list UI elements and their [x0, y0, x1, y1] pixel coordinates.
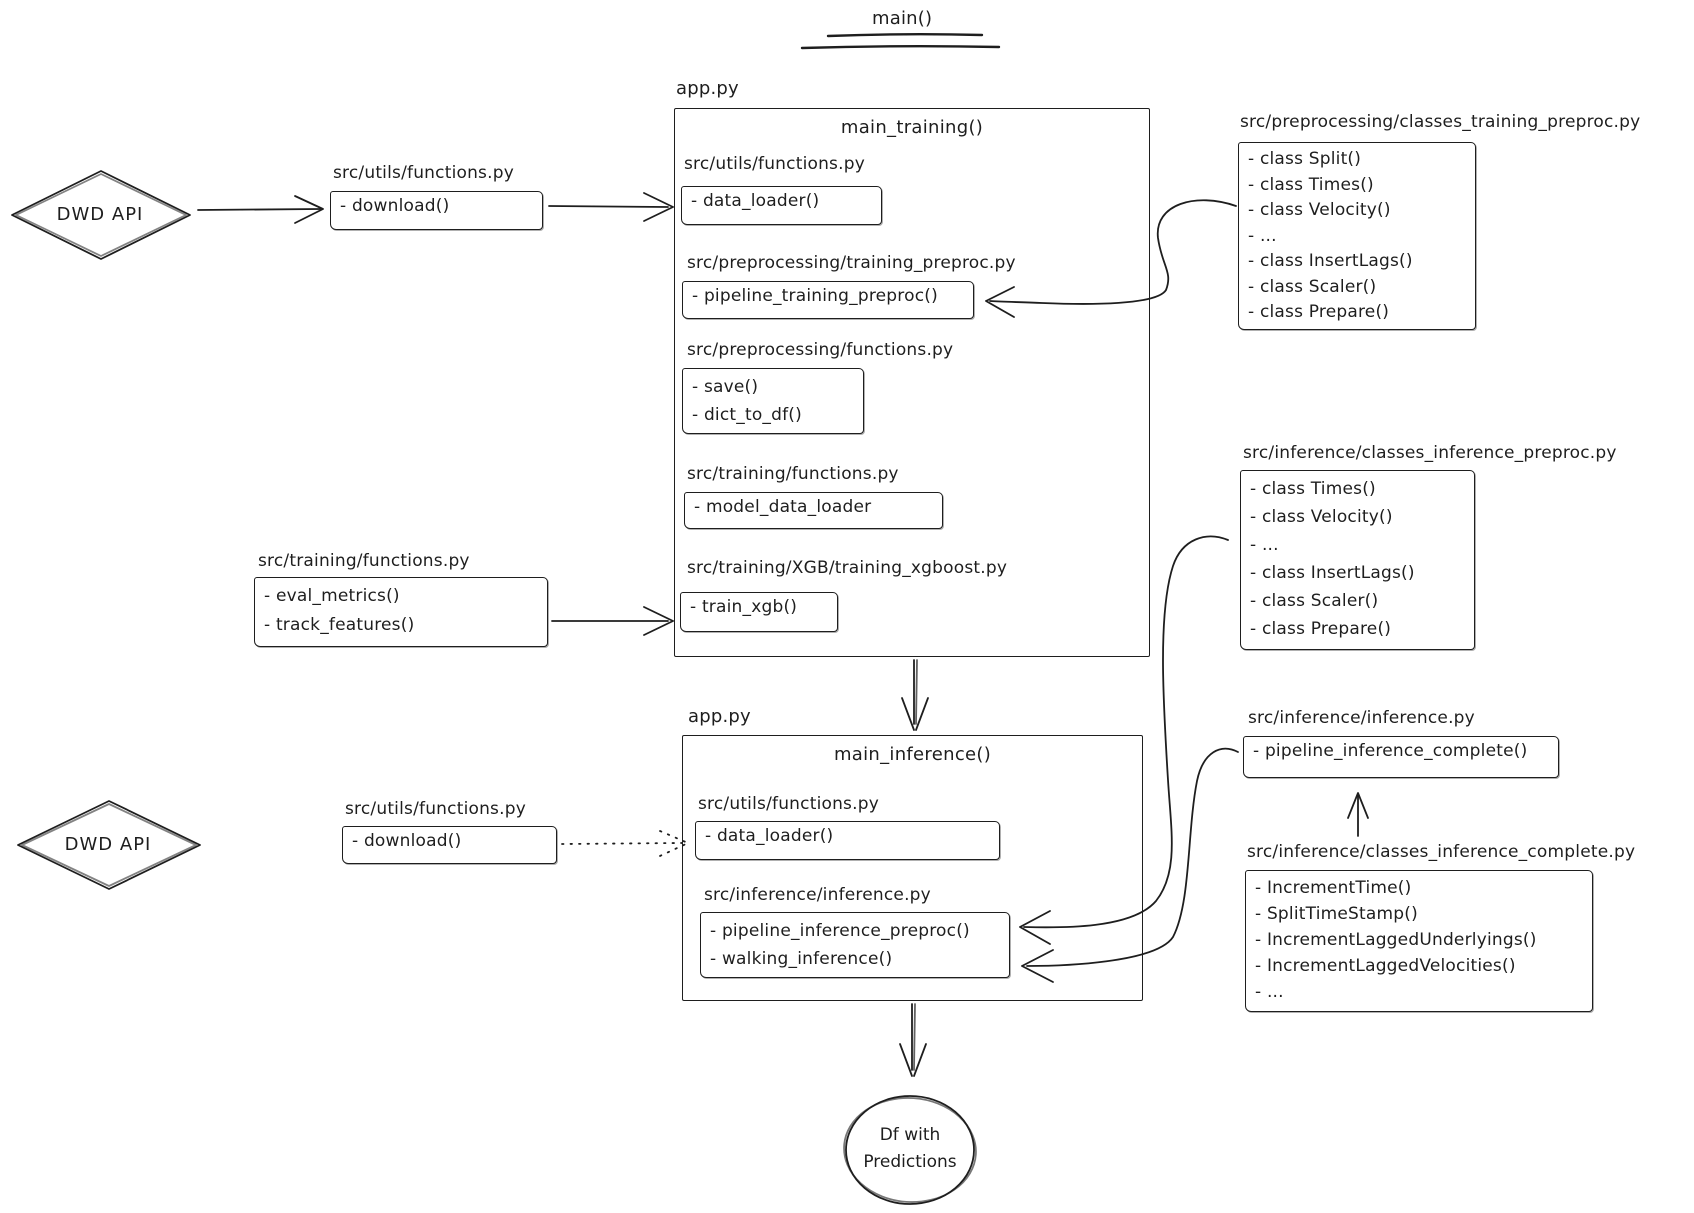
file-label-app-inference: app.py — [688, 706, 751, 727]
function-item: - dict_to_df() — [692, 405, 802, 425]
function-item: - data_loader() — [691, 191, 820, 211]
function-item: - download() — [352, 831, 462, 851]
inference-heading: main_inference() — [833, 744, 992, 765]
title-underline — [800, 33, 1001, 50]
classes-inference-complete-box[interactable]: - IncrementTime() - SplitTimeStamp() - I… — [1245, 870, 1593, 1012]
class-item: - class Split() — [1248, 149, 1362, 169]
data-loader-box-inference[interactable]: - data_loader() — [695, 821, 1000, 860]
train-xgb-box[interactable]: - train_xgb() — [680, 592, 838, 632]
function-item: - track_features() — [264, 615, 415, 635]
class-item: - class InsertLags() — [1250, 563, 1415, 583]
eval-metrics-box[interactable]: - eval_metrics() - track_features() — [254, 577, 548, 647]
training-container[interactable]: main_training() — [674, 108, 1150, 657]
training-heading: main_training() — [840, 117, 984, 138]
function-item: - train_xgb() — [690, 597, 798, 617]
class-item: - SplitTimeStamp() — [1255, 904, 1418, 924]
arrow-classescomplete-to-pipelinecomplete — [1347, 792, 1369, 837]
classes-training-preproc-box[interactable]: - class Split() - class Times() - class … — [1238, 142, 1476, 330]
class-item: - ... — [1248, 225, 1277, 246]
file-label-classes-inference-complete: src/inference/classes_inference_complete… — [1247, 842, 1636, 862]
output-line1: Df with — [879, 1125, 941, 1145]
section-label: src/training/XGB/training_xgboost.py — [687, 558, 1008, 578]
page-title: main() — [872, 8, 933, 29]
function-item: - model_data_loader — [694, 497, 872, 517]
file-label-classes-inference-preproc: src/inference/classes_inference_preproc.… — [1243, 443, 1617, 463]
file-label-download-inference: src/utils/functions.py — [345, 799, 526, 819]
function-item: - data_loader() — [705, 826, 834, 846]
output-node-label: Df with Predictions — [845, 1122, 975, 1176]
dwd-api-node-inference[interactable]: DWD API — [64, 834, 152, 855]
function-item: - pipeline_training_preproc() — [692, 286, 938, 306]
class-item: - class Times() — [1248, 174, 1374, 195]
class-item: - class Scaler() — [1250, 591, 1379, 611]
class-item: - class Prepare() — [1248, 302, 1390, 322]
pipeline-training-preproc-box[interactable]: - pipeline_training_preproc() — [682, 281, 974, 319]
arrow-training-to-inference — [901, 659, 929, 731]
file-label-download-training: src/utils/functions.py — [333, 163, 514, 183]
class-item: - class Times() — [1250, 479, 1376, 499]
class-item: - class Velocity() — [1248, 200, 1391, 220]
function-item: - pipeline_inference_complete() — [1253, 741, 1528, 761]
file-label-eval: src/training/functions.py — [258, 551, 470, 571]
arrow-inference-to-output — [899, 1003, 927, 1077]
function-item: - pipeline_inference_preproc() — [710, 921, 970, 941]
output-line2: Predictions — [863, 1152, 957, 1172]
section-label: src/utils/functions.py — [698, 794, 879, 814]
arrow-eval-to-trainxgb — [551, 606, 674, 636]
download-box-training[interactable]: - download() — [330, 191, 543, 230]
function-item: - download() — [340, 196, 450, 216]
pipeline-inference-preproc-box[interactable]: - pipeline_inference_preproc() - walking… — [700, 912, 1010, 978]
classes-inference-preproc-box[interactable]: - class Times() - class Velocity() - ...… — [1240, 470, 1475, 650]
section-label: src/utils/functions.py — [684, 154, 865, 174]
model-data-loader-box[interactable]: - model_data_loader — [684, 492, 943, 529]
class-item: - class InsertLags() — [1248, 251, 1413, 271]
dwd-api-node-training[interactable]: DWD API — [56, 204, 144, 225]
class-item: - IncrementLaggedVelocities() — [1255, 956, 1516, 976]
pipeline-inference-complete-box[interactable]: - pipeline_inference_complete() — [1243, 736, 1559, 778]
arrow-download-to-dataloader-inference — [561, 830, 689, 857]
function-item: - save() — [692, 377, 759, 397]
data-loader-box-training[interactable]: - data_loader() — [681, 186, 882, 225]
arrow-dwd-to-download-training — [197, 195, 324, 224]
class-item: - class Velocity() — [1250, 507, 1393, 527]
section-label: src/preprocessing/training_preproc.py — [687, 253, 1016, 273]
arrow-download-to-dataloader-training — [548, 192, 674, 222]
function-item: - eval_metrics() — [264, 586, 400, 606]
section-label: src/preprocessing/functions.py — [687, 340, 954, 360]
section-label: src/inference/inference.py — [704, 885, 931, 905]
section-label: src/training/functions.py — [687, 464, 899, 484]
class-item: - class Prepare() — [1250, 619, 1392, 639]
function-item: - walking_inference() — [710, 949, 893, 969]
class-item: - IncrementTime() — [1255, 878, 1412, 898]
file-label-app-training: app.py — [676, 78, 739, 99]
download-box-inference[interactable]: - download() — [342, 826, 557, 864]
class-item: - ... — [1250, 535, 1279, 555]
class-item: - class Scaler() — [1248, 276, 1377, 297]
preprocessing-functions-box[interactable]: - save() - dict_to_df() — [682, 368, 864, 434]
file-label-inference-py: src/inference/inference.py — [1248, 708, 1475, 728]
class-item: - IncrementLaggedUnderlyings() — [1255, 930, 1537, 950]
file-label-classes-training: src/preprocessing/classes_training_prepr… — [1240, 112, 1641, 132]
class-item: - ... — [1255, 982, 1284, 1002]
